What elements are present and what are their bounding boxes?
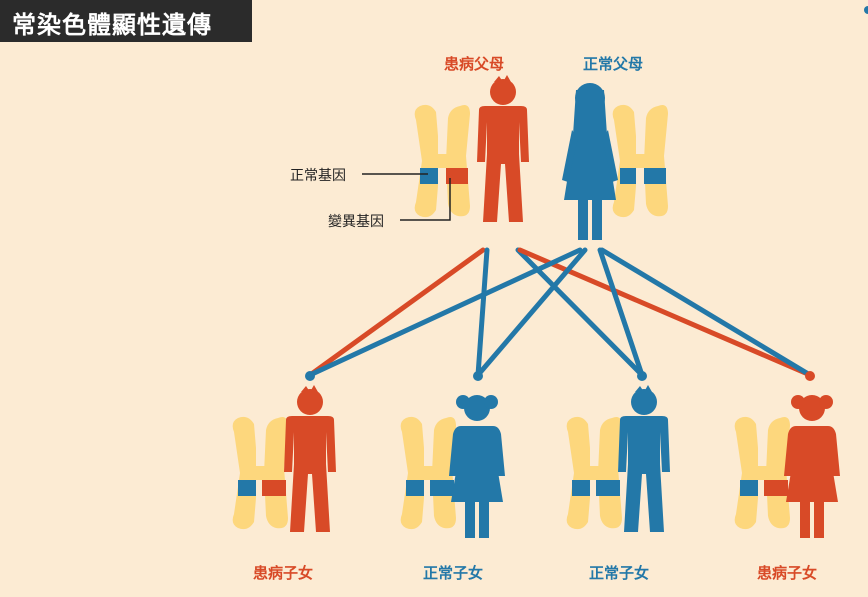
child4-label: 患病子女: [756, 564, 817, 582]
parent-affected-chromosome: [414, 104, 470, 218]
normal-gene-label: 正常基因: [290, 168, 346, 184]
child1-figure: [284, 385, 336, 532]
child2-chromosome: [400, 416, 456, 530]
title-banner: 常染色體顯性遺傳: [0, 0, 252, 42]
child4-figure: [784, 395, 840, 538]
child3-label: 正常子女: [588, 564, 649, 582]
child2-label: 正常子女: [422, 564, 483, 582]
mutant-gene-label: 變異基因: [328, 214, 384, 230]
line-endpoints: [305, 371, 815, 381]
corner-dot: [864, 6, 868, 14]
child3-figure: [618, 385, 670, 532]
affected-parent-figure: [477, 75, 529, 222]
page-title: 常染色體顯性遺傳: [12, 11, 212, 39]
child1-chromosome: [232, 416, 288, 530]
normal-parent-label: 正常父母: [582, 55, 643, 73]
inheritance-lines: [307, 247, 813, 378]
child3-chromosome: [566, 416, 622, 530]
child2-figure: [449, 395, 505, 538]
gene-pointers: [362, 173, 451, 221]
affected-parent-label: 患病父母: [443, 55, 504, 73]
parent-normal-chromosome: [612, 104, 668, 218]
child1-label: 患病子女: [252, 564, 313, 582]
normal-parent-figure: [562, 83, 618, 240]
child4-chromosome: [734, 416, 790, 530]
